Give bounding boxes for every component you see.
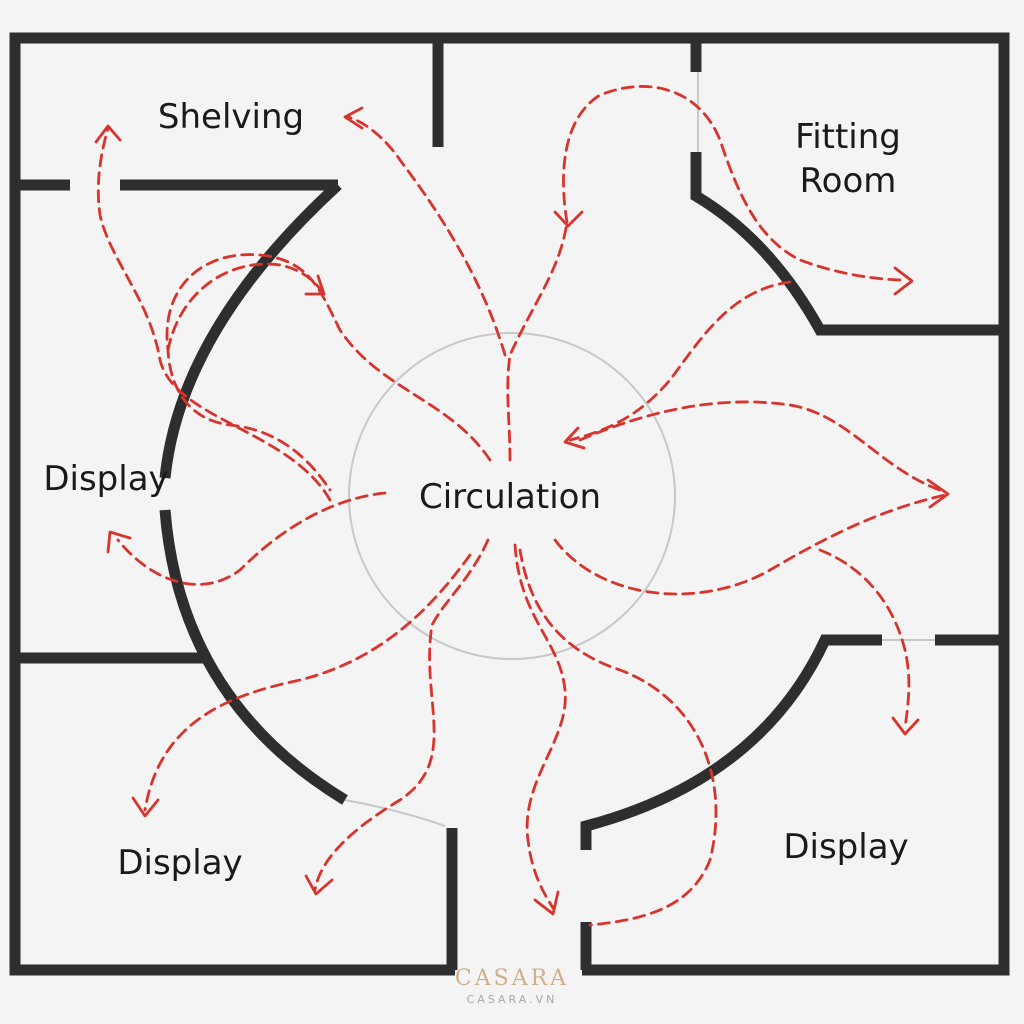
flow-arrow-right-door — [818, 548, 911, 730]
fitting-room-wall — [690, 152, 1002, 336]
entrance-threshold-arc — [344, 799, 446, 827]
left-arc-wall-upper — [159, 180, 342, 479]
flow-arrow-top-center — [506, 220, 569, 462]
arrowhead-display-bottom-left — [131, 796, 160, 818]
flow-arrow-display-bottom-right — [518, 548, 718, 927]
label-fitting-room-line1: Fitting — [795, 117, 901, 157]
watermark-brand: CASARA — [455, 966, 569, 991]
arrowhead-entrance — [533, 890, 560, 916]
right-arc-wall — [580, 634, 882, 850]
label-fitting-room-line2: Room — [800, 161, 897, 201]
left-arc-wall-lower — [159, 509, 348, 805]
flow-arrows — [94, 85, 950, 927]
arrowhead-left-loop — [304, 274, 326, 296]
outer-wall — [9, 32, 1010, 976]
flow-arrow-entrance — [513, 543, 567, 910]
flow-arrow-to-hub — [568, 280, 792, 442]
label-shelving: Shelving — [158, 97, 304, 137]
flow-arrow-left-loop-top — [166, 262, 324, 352]
arrowhead-bottom-center — [304, 874, 334, 896]
watermark-url: CASARA.VN — [467, 993, 558, 1006]
label-display-bottom-right: Display — [783, 827, 908, 867]
flow-arrow-left-loop — [165, 253, 492, 492]
arrowhead-shelving-right — [343, 106, 364, 130]
label-display-left: Display — [43, 459, 168, 499]
arrowhead-shelving-left — [94, 124, 122, 144]
circulation-hub — [348, 332, 676, 660]
flow-arrow-bottom-center — [313, 538, 490, 892]
arrowhead-right — [926, 478, 950, 509]
walls — [9, 32, 1010, 976]
arrowhead-fitting-room — [893, 266, 914, 296]
flow-arrow-display-left — [116, 491, 387, 586]
flow-arrow-display-bottom-left — [143, 553, 472, 812]
label-display-bottom-left: Display — [117, 843, 242, 883]
arrowhead-to-hub — [563, 426, 586, 450]
flow-arrow-right-lower — [553, 493, 947, 596]
flow-arrow-shelving-left — [96, 126, 332, 502]
flow-arrow-shelving-right — [346, 115, 507, 357]
flow-arrow-right-upper — [578, 400, 947, 494]
arrowhead-top-center — [553, 210, 584, 228]
label-circulation: Circulation — [419, 477, 601, 517]
arrowhead-display-left — [106, 530, 132, 554]
arrowhead-right-door — [891, 716, 920, 736]
flow-arrow-fitting-loop — [562, 85, 907, 282]
